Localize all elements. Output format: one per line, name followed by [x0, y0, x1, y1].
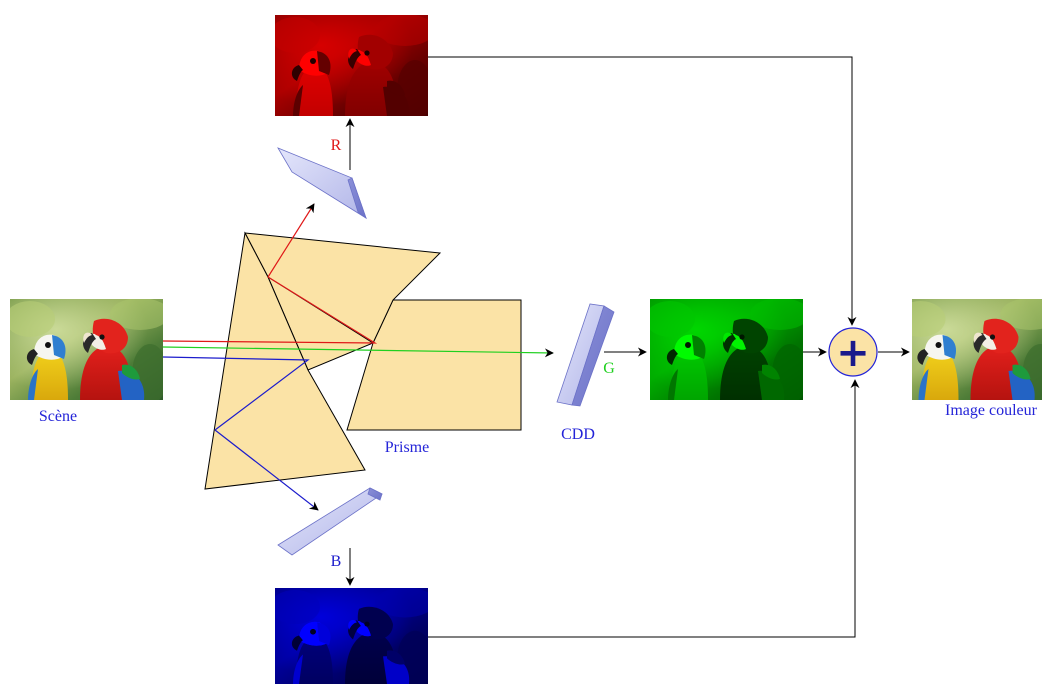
- green-channel-image: [650, 299, 803, 400]
- adder-circle: [828, 327, 878, 377]
- ccd-sensor: [556, 303, 615, 407]
- green-label: G: [603, 360, 615, 377]
- scene-label: Scène: [39, 408, 77, 425]
- plus-icon: +: [836, 330, 870, 376]
- blue-ray: [162, 356, 319, 511]
- prism-lower-wedge: [204, 231, 366, 490]
- prism-label: Prisme: [385, 439, 429, 456]
- ccd-label: CDD: [561, 426, 595, 443]
- scene-image: [10, 299, 163, 400]
- arrow-red-to-adder: [428, 56, 857, 326]
- blue-label: B: [331, 553, 342, 570]
- arrow-blue-to-adder: [428, 379, 860, 638]
- blue-sensor: [277, 487, 383, 556]
- red-channel-image: [275, 15, 428, 116]
- output-label: Image couleur: [945, 402, 1038, 419]
- red-label: R: [331, 137, 342, 154]
- prism: [204, 231, 522, 490]
- red-sensor: [277, 147, 367, 220]
- blue-channel-image: [275, 588, 428, 684]
- red-ray: [162, 203, 378, 344]
- adder-node: +: [828, 327, 878, 377]
- green-ray: [162, 346, 554, 358]
- output-color-image: [912, 299, 1042, 400]
